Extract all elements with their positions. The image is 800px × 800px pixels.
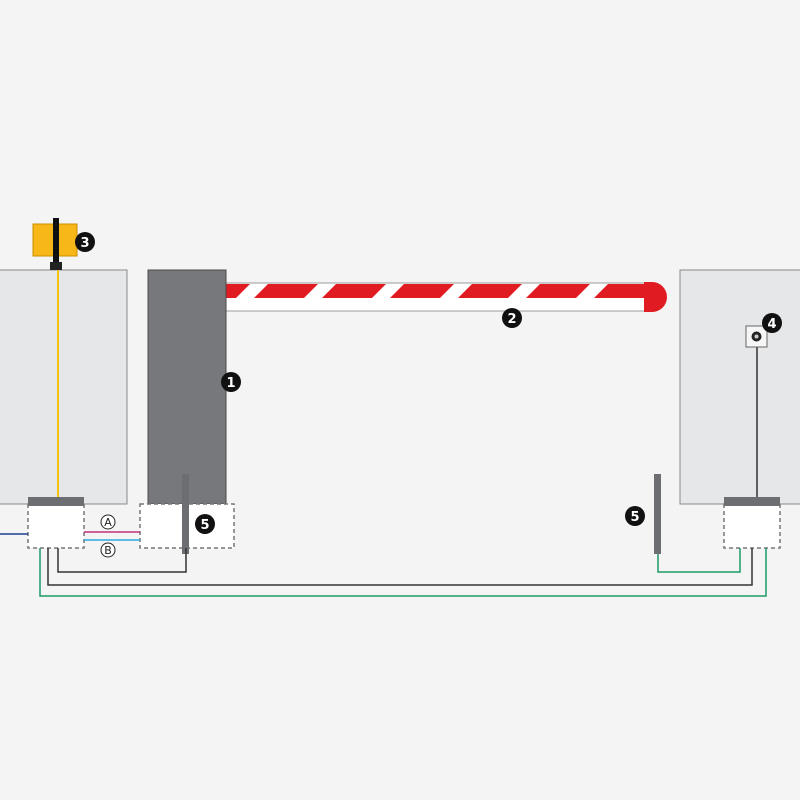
cable-label-b-text: B [104,544,112,557]
cable-label-a-text: A [104,516,112,529]
marker-2-text: 2 [507,312,516,327]
left-pillar [0,269,128,505]
boom-arm [225,282,667,312]
photocell-post-right [654,474,661,554]
cable-label-b: B [100,542,116,558]
marker-5-left-text: 5 [200,518,209,533]
photocell-post-left [182,474,189,554]
right-junction-box [723,503,781,549]
dark-long-cable [47,548,753,586]
boom-stripes [236,284,608,298]
marker-4: 4 [762,313,782,333]
cable-label-a: A [100,514,116,530]
marker-3-text: 3 [80,236,89,251]
left-junction-box [27,503,85,549]
green-long-cable [39,548,767,597]
left-junction-plate [28,497,84,506]
marker-1: 1 [221,372,241,392]
marker-5-left: 5 [195,514,215,534]
dark-loop-cable [57,548,187,573]
key-switch [745,325,768,348]
marker-5-right: 5 [625,506,645,526]
barrier-cabinet [147,269,227,505]
green-photocell-cable [657,548,741,573]
marker-3: 3 [75,232,95,252]
marker-5-right-text: 5 [630,510,639,525]
marker-4-text: 4 [767,317,776,332]
right-junction-plate [724,497,780,506]
marker-1-text: 1 [226,376,235,391]
boom-tip-cap [644,282,667,312]
cables [0,531,767,597]
marker-2: 2 [502,308,522,328]
warning-lamp [32,218,78,270]
right-pillar [679,269,800,505]
